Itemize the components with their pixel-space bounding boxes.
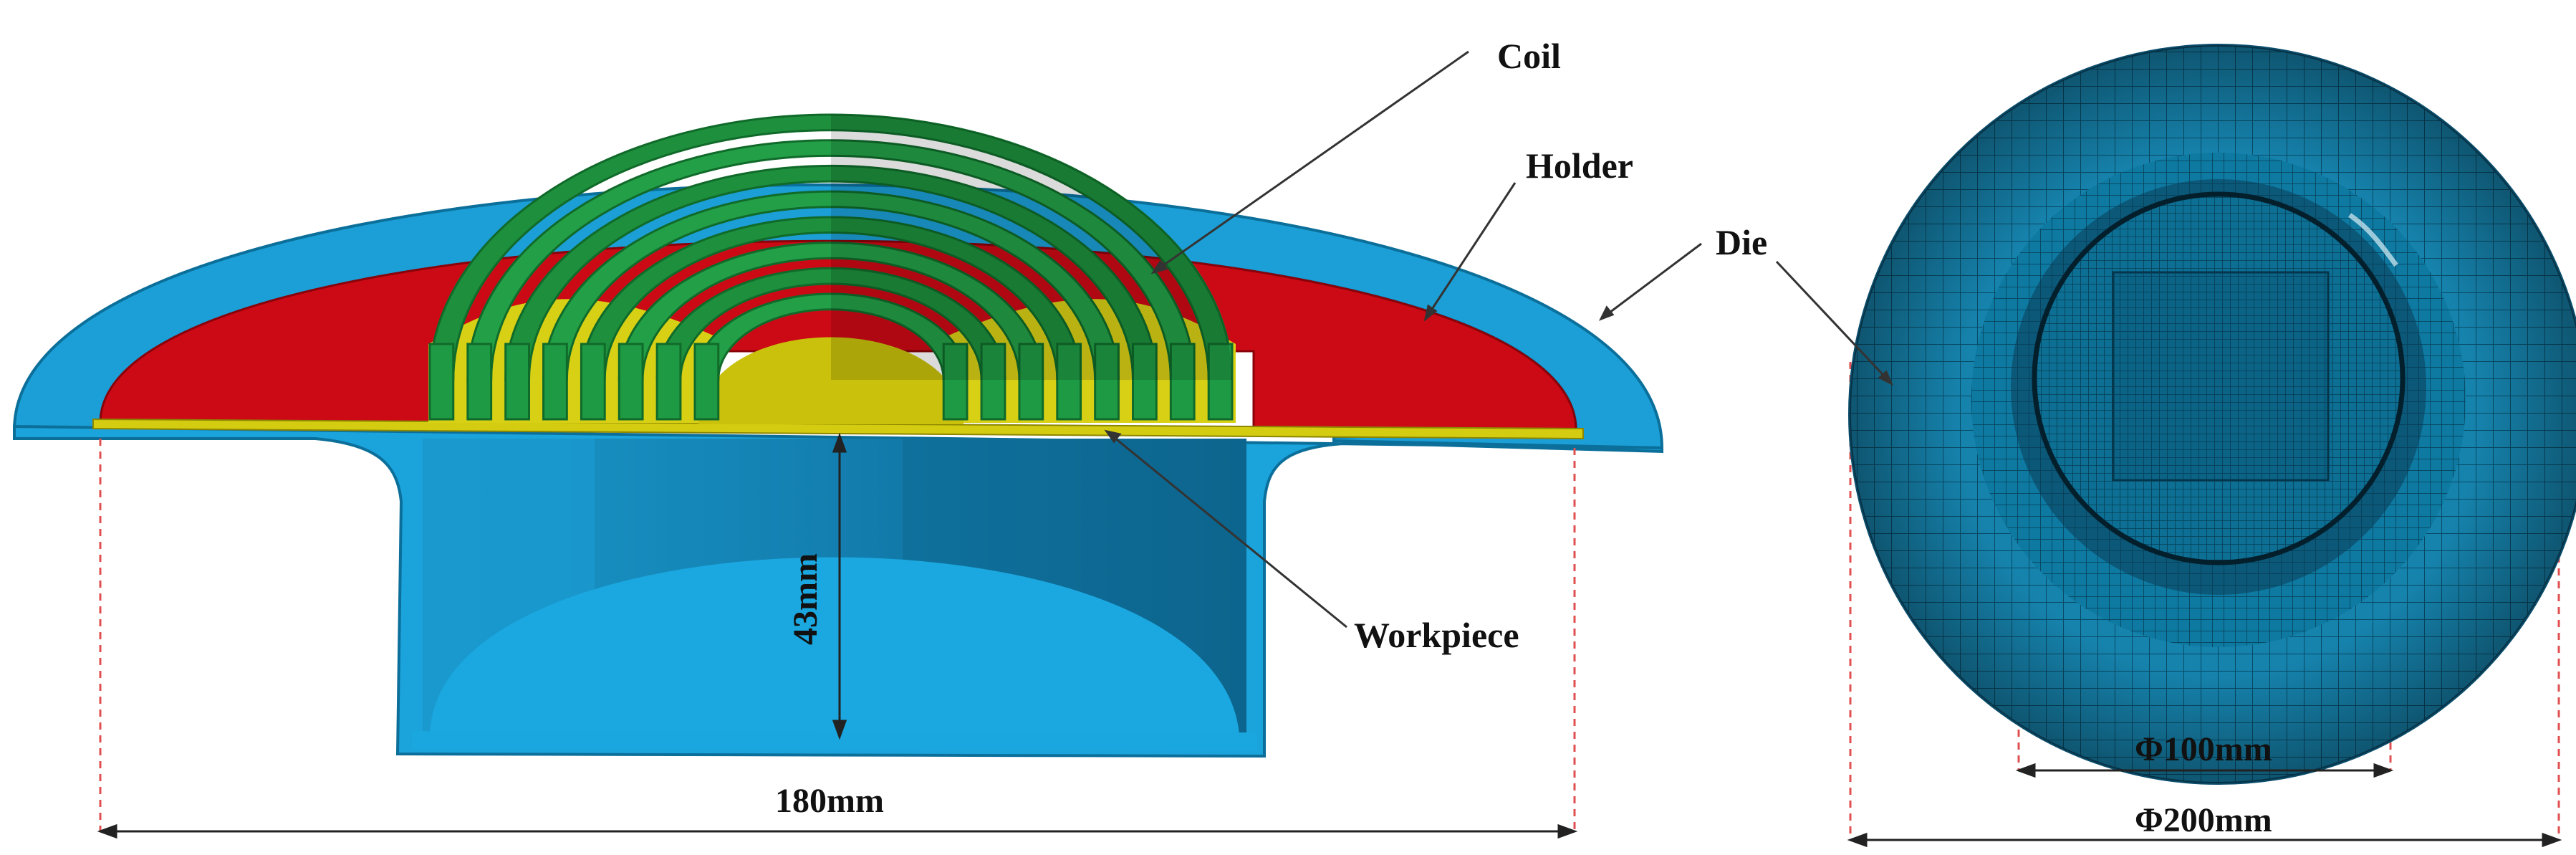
coil-leg (693, 343, 720, 421)
label-holder: Holder (1526, 145, 1633, 186)
coil-leg (1132, 343, 1158, 421)
coil-leg (504, 343, 530, 421)
dim-depth: 43mm (787, 553, 825, 645)
label-workpiece: Workpiece (1354, 615, 1519, 655)
dim-outer-diameter: Φ200mm (2135, 801, 2272, 839)
dim-width: 180mm (775, 782, 884, 820)
coil-leg (655, 343, 682, 421)
label-coil: Coil (1497, 36, 1561, 76)
mesh-top-view (1848, 44, 2576, 785)
coil-leg (1207, 343, 1234, 421)
die-body (12, 183, 1664, 758)
leader-lines (1104, 50, 1894, 629)
coil-leg (428, 343, 455, 421)
coil-leg (542, 343, 568, 421)
coil (428, 113, 1236, 424)
coil-leg (580, 343, 606, 421)
coil-leg (942, 343, 969, 421)
coil-leg (1018, 343, 1044, 421)
coil-leg (466, 343, 493, 421)
coil-leg (1056, 343, 1082, 421)
coil-leg (1094, 343, 1120, 421)
coil-leg (617, 343, 644, 421)
label-die: Die (1716, 222, 1767, 262)
coil-shading (831, 115, 1232, 380)
dimension-lines (97, 432, 2562, 848)
dim-inner-diameter: Φ100mm (2135, 730, 2272, 768)
workpiece-sheet (92, 418, 1584, 440)
coil-leg (1169, 343, 1196, 421)
coil-leg (980, 343, 1006, 421)
